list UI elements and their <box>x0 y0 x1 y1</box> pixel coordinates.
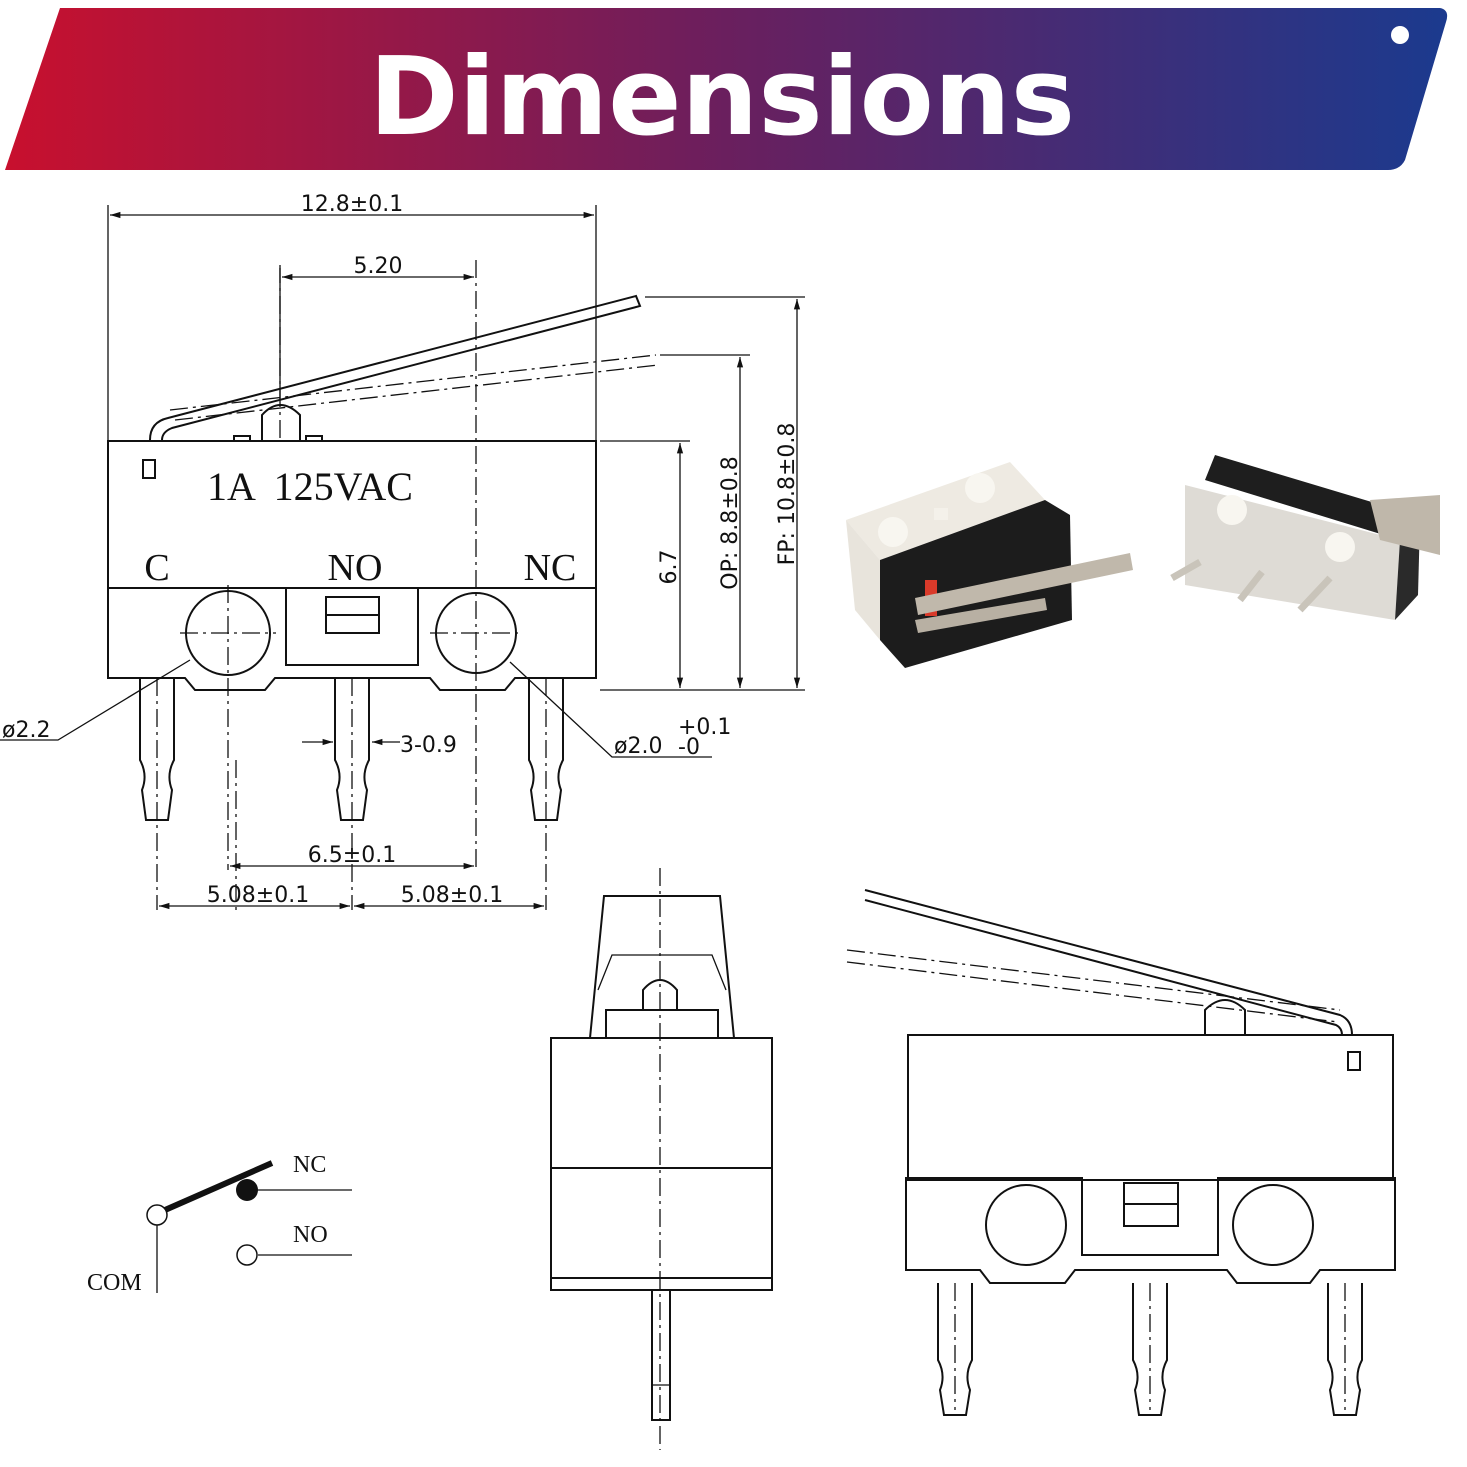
dim-hole-spacing: 6.5±0.1 <box>308 843 396 868</box>
hang-hole-icon <box>1391 26 1409 44</box>
schematic-no-label: NO <box>293 1222 328 1248</box>
page-title: Dimensions <box>369 35 1075 160</box>
dim-pin-pitch-left: 5.08±0.1 <box>207 883 309 908</box>
dim-hole-right-tol-lower: -0 <box>678 735 700 760</box>
dim-pin-width: 3-0.9 <box>400 733 457 758</box>
rear-view-drawing <box>846 889 1396 1416</box>
dim-free-position: FP: 10.8±0.8 <box>775 423 800 566</box>
title-banner: Dimensions <box>5 8 1448 170</box>
terminal-label-c: C <box>144 547 169 589</box>
schematic-com-label: COM <box>87 1270 142 1296</box>
dim-hole-left: ø2.2 <box>2 718 50 743</box>
dim-hole-right: ø2.0 <box>614 734 662 759</box>
front-view-drawing: 12.8±0.1 5.20 6.7 OP: 8.8±0.8 FP: 10.8±0… <box>0 192 805 910</box>
dim-hole-right-tol-upper: +0.1 <box>678 715 731 740</box>
product-photo <box>846 455 1440 668</box>
dim-operating-position: OP: 8.8±0.8 <box>718 456 743 589</box>
rating-label: 1A 125VAC <box>207 464 413 509</box>
dim-plunger-offset: 5.20 <box>354 254 403 279</box>
side-view-drawing <box>550 868 773 1450</box>
dim-pin-pitch-right: 5.08±0.1 <box>401 883 503 908</box>
terminal-label-nc: NC <box>524 547 577 589</box>
dim-body-height: 6.7 <box>657 550 682 585</box>
schematic-nc-label: NC <box>293 1152 326 1178</box>
switch-schematic: NC NO COM <box>87 1152 352 1296</box>
dim-overall-width: 12.8±0.1 <box>301 192 403 217</box>
terminal-label-no: NO <box>328 547 383 589</box>
